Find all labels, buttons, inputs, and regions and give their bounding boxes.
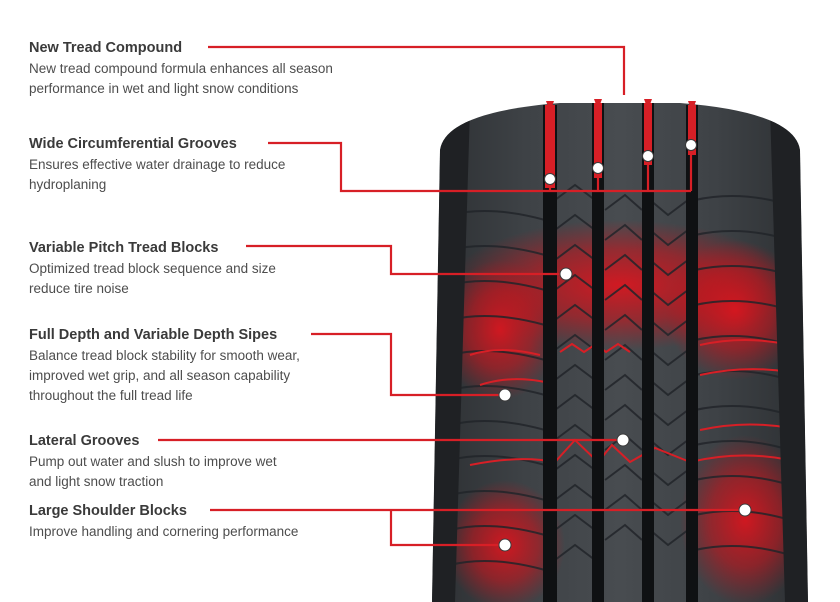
dot-sipes: [498, 388, 512, 402]
callout-variable-pitch-tread-blocks: Variable Pitch Tread Blocks Optimized tr…: [29, 239, 419, 299]
callout-title: Lateral Grooves: [29, 433, 140, 449]
callout-title: New Tread Compound: [29, 40, 183, 56]
leader-pitch: [246, 244, 566, 276]
callout-description: Improve handling and cornering performan…: [29, 524, 299, 539]
leader-shoulder-branch: [389, 510, 505, 547]
callout-description: New tread compound formula enhances all …: [29, 61, 333, 96]
callout-description: Balance tread block stability for smooth…: [29, 348, 300, 403]
leader-grooves: [268, 141, 691, 193]
dot-shoulder-right: [738, 503, 752, 517]
dot-groove-2: [592, 162, 604, 174]
tire-sidewall-left: [432, 108, 470, 602]
callout-full-and-variable-depth-sipes: Full Depth and Variable Depth Sipes Bala…: [29, 326, 419, 406]
callout-title: Large Shoulder Blocks: [29, 503, 187, 519]
sipes-highlight-left: [440, 260, 560, 400]
callout-title: Wide Circumferential Grooves: [29, 136, 237, 152]
callout-large-shoulder-blocks: Large Shoulder Blocks Improve handling a…: [29, 502, 419, 542]
callout-description: Optimized tread block sequence and size …: [29, 261, 276, 296]
callout-description: Ensures effective water drainage to redu…: [29, 157, 286, 192]
callout-new-tread-compound: New Tread Compound New tread compound fo…: [29, 39, 419, 99]
callout-description: Pump out water and slush to improve wet …: [29, 454, 277, 489]
callout-wide-circumferential-grooves: Wide Circumferential Grooves Ensures eff…: [29, 135, 419, 195]
tread-compound-notches: [546, 99, 696, 112]
dot-groove-1: [544, 173, 556, 185]
leader-sipes: [311, 332, 505, 397]
dot-pitch: [559, 267, 573, 281]
dot-groove-3: [642, 150, 654, 162]
dot-shoulder-left: [498, 538, 512, 552]
dot-groove-4: [685, 139, 697, 151]
dot-lateral: [616, 433, 630, 447]
circumferential-grooves: [543, 103, 698, 602]
callout-title: Variable Pitch Tread Blocks: [29, 240, 219, 256]
callout-title: Full Depth and Variable Depth Sipes: [29, 327, 278, 343]
tire-sidewall-right: [770, 108, 808, 602]
callout-lateral-grooves: Lateral Grooves Pump out water and slush…: [29, 432, 419, 492]
leader-compound: [208, 45, 626, 95]
